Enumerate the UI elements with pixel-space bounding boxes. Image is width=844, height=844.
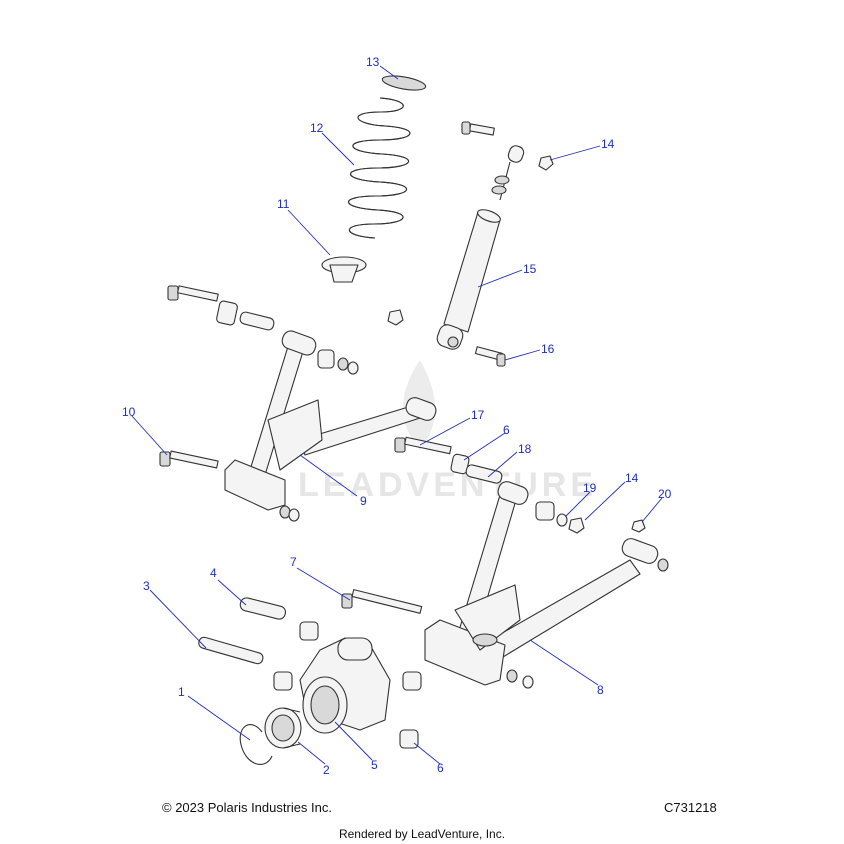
part-6-bushing-upper[interactable] [450, 453, 470, 475]
copyright-text: © 2023 Polaris Industries Inc. [162, 800, 332, 815]
callout-14-lower[interactable]: 14 [625, 471, 639, 485]
part-17-bolt[interactable] [394, 436, 452, 455]
part-upper-arm-bushing-set[interactable] [317, 349, 359, 375]
callout-11[interactable]: 11 [277, 197, 290, 211]
callout-15[interactable]: 15 [523, 262, 537, 276]
part-knuckle-bushing-upper[interactable] [299, 621, 319, 641]
callout-18[interactable]: 18 [518, 442, 532, 456]
part-1-retaining-ring[interactable] [239, 724, 273, 765]
part-2-bearing[interactable] [264, 707, 302, 749]
part-14-nut-lower[interactable] [568, 517, 585, 534]
callout-2[interactable]: 2 [323, 763, 330, 777]
watermark-text: LEADVENTURE [298, 466, 597, 504]
part-11-lower-spring-seat[interactable] [321, 256, 367, 283]
callout-4[interactable]: 4 [210, 566, 217, 580]
callout-1[interactable]: 1 [178, 685, 185, 699]
part-16-bolt[interactable] [474, 346, 506, 367]
part-knuckle-bushing-lower[interactable] [273, 671, 293, 691]
part-14-nut-top[interactable] [538, 155, 554, 171]
part-4-pin[interactable] [239, 597, 287, 621]
callout-6-upper[interactable]: 6 [503, 423, 510, 437]
callout-8[interactable]: 8 [597, 683, 604, 697]
callout-17[interactable]: 17 [471, 408, 485, 422]
part-lower-arm-bushing[interactable] [535, 501, 555, 521]
callout-13[interactable]: 13 [366, 55, 380, 69]
callout-5[interactable]: 5 [371, 758, 378, 772]
part-upper-arm-lower-nuts[interactable] [279, 505, 300, 522]
leader-lines [131, 65, 663, 765]
callout-19[interactable]: 19 [583, 481, 597, 495]
part-18-sleeve[interactable] [465, 464, 503, 484]
callout-10[interactable]: 10 [122, 405, 136, 419]
part-shock-lower-nut[interactable] [387, 309, 404, 326]
callout-labels: 13 12 11 14 15 16 10 17 6 18 9 19 14 20 … [122, 55, 672, 777]
part-12-coil-spring[interactable] [347, 97, 411, 239]
callout-7[interactable]: 7 [290, 555, 297, 569]
part-8-lower-a-arm[interactable] [424, 479, 660, 686]
rendered-by-text: Rendered by LeadVenture, Inc. [338, 827, 506, 841]
part-shock-upper-bolt[interactable] [461, 121, 495, 136]
callout-12[interactable]: 12 [310, 121, 324, 135]
callout-3[interactable]: 3 [143, 579, 150, 593]
callout-16[interactable]: 16 [541, 342, 555, 356]
part-9-upper-a-arm[interactable] [224, 329, 438, 511]
callout-6-lower[interactable]: 6 [437, 761, 444, 775]
part-7-bolt[interactable] [341, 589, 423, 614]
part-5-knuckle[interactable] [299, 637, 391, 734]
part-10-bolt[interactable] [159, 450, 219, 469]
part-3-pin[interactable] [198, 636, 264, 665]
part-upper-arm-top-bolt[interactable] [167, 285, 275, 331]
part-20-nut[interactable] [631, 519, 646, 533]
part-19-washer[interactable] [556, 513, 568, 527]
callout-14-top[interactable]: 14 [601, 137, 615, 151]
part-lower-arm-end-nuts[interactable] [506, 558, 669, 689]
diagram-id: C731218 [664, 800, 717, 815]
part-knuckle-side-bushing[interactable] [402, 671, 422, 691]
callout-9[interactable]: 9 [360, 494, 367, 508]
watermark: LEADVENTURE [298, 360, 597, 504]
part-15-shock-absorber[interactable] [435, 144, 525, 351]
part-13-spring-seat[interactable] [381, 73, 427, 92]
part-6-bushing-lower[interactable] [399, 729, 419, 749]
callout-20[interactable]: 20 [658, 487, 672, 501]
